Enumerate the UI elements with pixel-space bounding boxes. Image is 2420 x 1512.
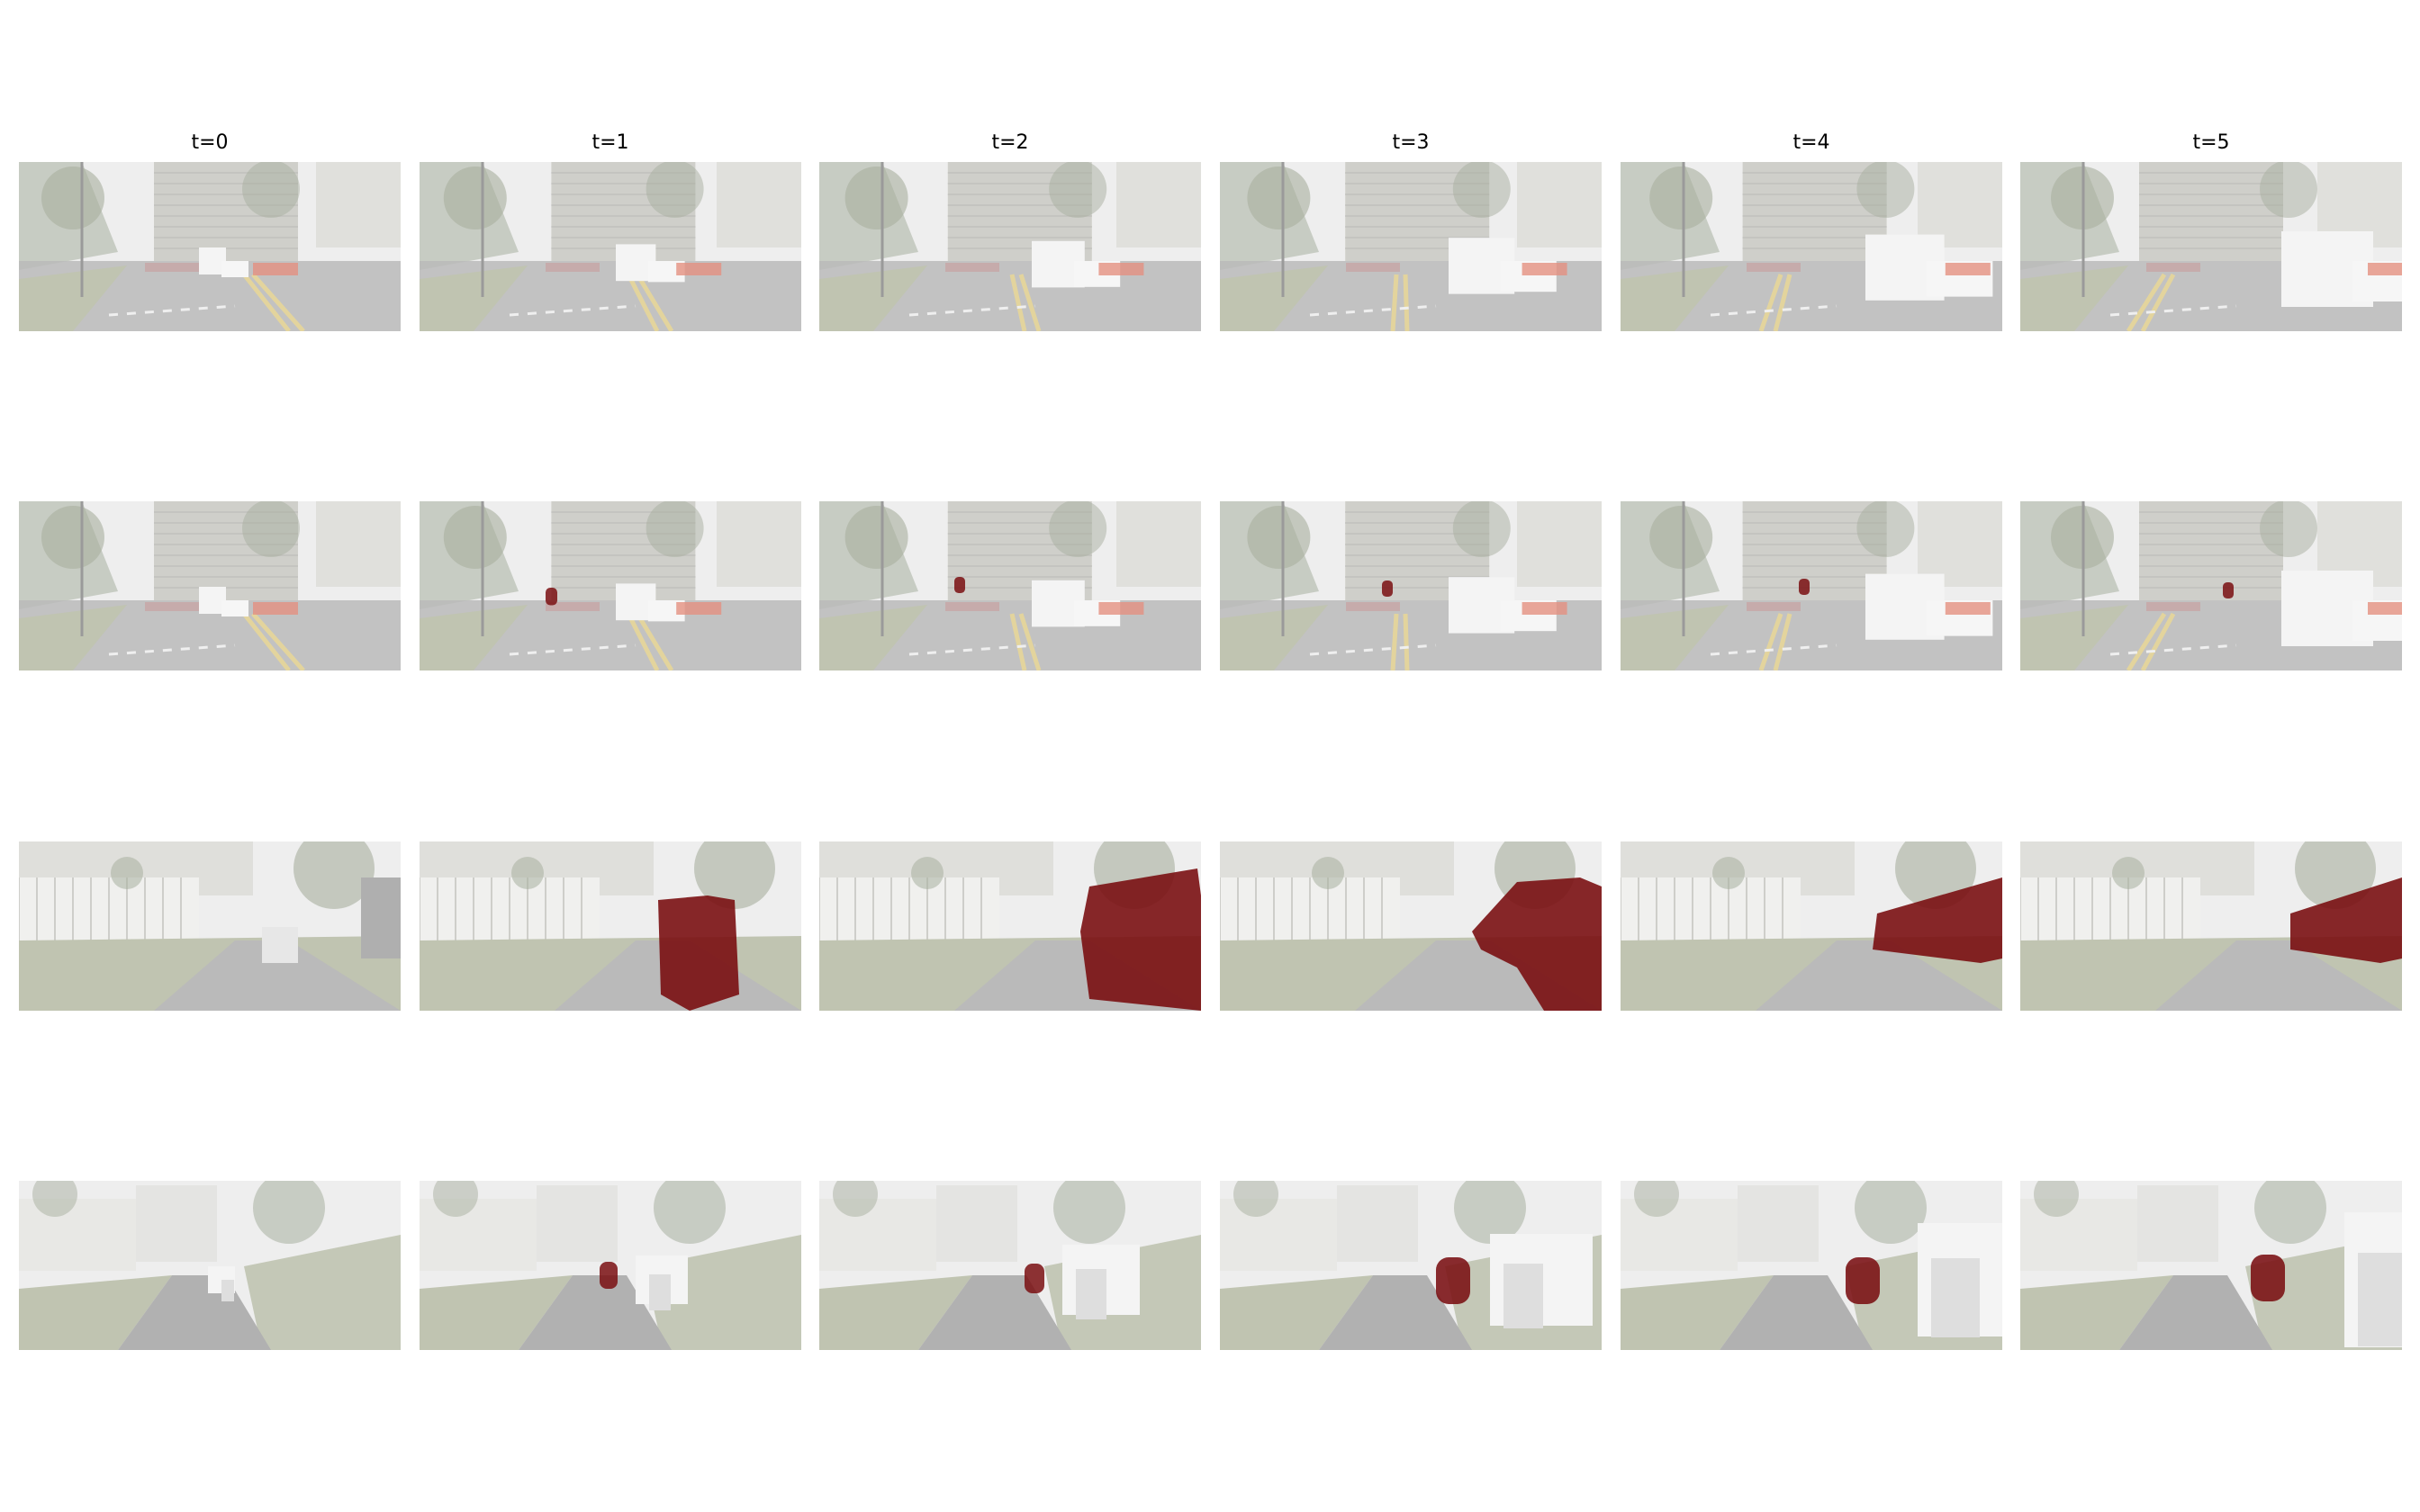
- frame-image: [2020, 162, 2402, 331]
- frame-image: [420, 842, 801, 1011]
- frame-r3-c5: [2020, 1181, 2402, 1350]
- frame-r0-c5: [2020, 162, 2402, 331]
- frame-r3-c1: [420, 1181, 801, 1350]
- frame-r1-c5: [2020, 501, 2402, 670]
- frame-r2-c1: [420, 842, 801, 1011]
- segmentation-mask: [1799, 579, 1810, 595]
- frame-image: [420, 162, 801, 331]
- frame-image: [819, 1181, 1201, 1350]
- frame-r1-c2: [819, 501, 1201, 670]
- frame-r0-c4: [1621, 162, 2002, 331]
- frame-r2-c5: [2020, 842, 2402, 1011]
- segmentation-mask: [1436, 1257, 1470, 1304]
- frame-r0-c3: [1220, 162, 1602, 331]
- frame-image: [1621, 501, 2002, 670]
- frame-r1-c4: [1621, 501, 2002, 670]
- col-title-0: t=0: [191, 131, 229, 154]
- segmentation-mask: [1846, 1257, 1880, 1304]
- frame-r0-c0: [19, 162, 401, 331]
- frame-r1-c3: [1220, 501, 1602, 670]
- col-title-5: t=5: [2192, 131, 2230, 154]
- frame-image: [1621, 1181, 2002, 1350]
- frame-image: [819, 162, 1201, 331]
- segmentation-mask: [2290, 878, 2402, 963]
- frame-image: [420, 501, 801, 670]
- frame-r0-c2: [819, 162, 1201, 331]
- frame-image: [1621, 842, 2002, 1011]
- frame-image: [420, 1181, 801, 1350]
- segmentation-mask: [1080, 868, 1201, 1011]
- frame-r2-c3: [1220, 842, 1602, 1011]
- frame-image: [819, 842, 1201, 1011]
- segmentation-mask: [546, 588, 557, 606]
- segmentation-mask: [1025, 1264, 1044, 1293]
- frame-image: [1220, 501, 1602, 670]
- frame-r3-c3: [1220, 1181, 1602, 1350]
- frame-r2-c2: [819, 842, 1201, 1011]
- frame-image: [1220, 842, 1602, 1011]
- segmentation-mask: [1472, 878, 1602, 1011]
- frame-r0-c1: [420, 162, 801, 331]
- frame-r3-c2: [819, 1181, 1201, 1350]
- frame-r3-c4: [1621, 1181, 2002, 1350]
- frame-image: [1621, 162, 2002, 331]
- frame-image: [2020, 1181, 2402, 1350]
- segmentation-mask: [954, 577, 965, 593]
- frame-r1-c0: [19, 501, 401, 670]
- frame-image: [19, 501, 401, 670]
- col-title-2: t=2: [991, 131, 1029, 154]
- frame-image: [19, 162, 401, 331]
- col-title-3: t=3: [1392, 131, 1430, 154]
- frame-r3-c0: [19, 1181, 401, 1350]
- frame-image: [19, 1181, 401, 1350]
- frame-r2-c4: [1621, 842, 2002, 1011]
- segmentation-mask: [1382, 580, 1393, 597]
- frame-r1-c1: [420, 501, 801, 670]
- segmentation-mask: [1873, 878, 2002, 963]
- col-title-1: t=1: [591, 131, 629, 154]
- frame-image: [2020, 501, 2402, 670]
- frame-image: [2020, 842, 2402, 1011]
- segmentation-mask: [2251, 1255, 2285, 1301]
- frame-image: [1220, 1181, 1602, 1350]
- frame-image: [19, 842, 401, 1011]
- frame-image: [1220, 162, 1602, 331]
- col-title-4: t=4: [1792, 131, 1830, 154]
- segmentation-mask: [2223, 582, 2234, 598]
- frame-r2-c0: [19, 842, 401, 1011]
- frame-image: [819, 501, 1201, 670]
- segmentation-mask: [658, 896, 739, 1011]
- segmentation-mask: [600, 1262, 618, 1289]
